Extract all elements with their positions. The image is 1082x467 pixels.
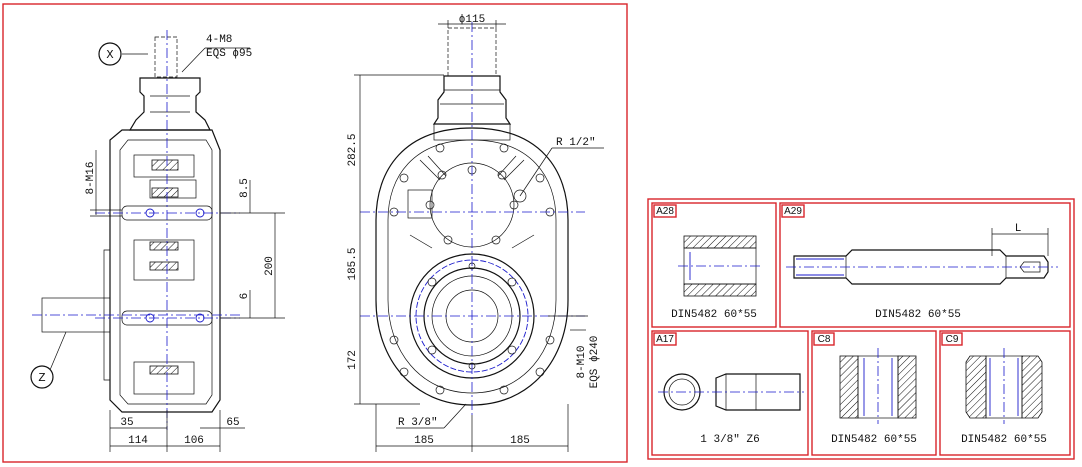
option-a28-code: A28 (656, 206, 674, 217)
callout-x: X (106, 48, 113, 62)
options-frame (647, 198, 1075, 460)
option-c9-code: C9 (946, 334, 959, 345)
dim-65: 65 (226, 417, 239, 429)
option-a29-code: A29 (784, 206, 802, 217)
dim-185-right: 185 (510, 435, 530, 447)
side-view (32, 30, 285, 452)
side-bolt-note-1: 4-M8 (206, 34, 232, 46)
option-c8-code: C8 (818, 334, 831, 345)
dim-dia-115: ϕ115 (459, 14, 485, 26)
option-a29-spec: DIN5482 60*55 (875, 309, 961, 321)
radius-bottom-note: R 3/8" (398, 417, 438, 429)
callout-z-circle (30, 365, 54, 389)
option-a17: A17 1 3/8" Z6 (651, 330, 809, 456)
dim-200: 200 (264, 256, 276, 276)
option-a28-spec: DIN5482 60*55 (671, 309, 757, 321)
option-c9-spec: DIN5482 60*55 (961, 434, 1047, 446)
dim-172: 172 (347, 350, 359, 370)
option-c8-spec: DIN5482 60*55 (831, 434, 917, 446)
callout-x-circle (98, 42, 122, 66)
front-bolt-note-2: EQS ϕ240 (589, 336, 601, 389)
dim-8-m16: 8-M16 (85, 161, 97, 194)
option-a29: A29 L DIN5482 60*55 (779, 202, 1071, 328)
front-view (354, 20, 604, 452)
dim-282-5: 282.5 (347, 133, 359, 166)
left-sheet-frame (2, 3, 628, 463)
front-bolt-note-1: 8-M10 (576, 345, 588, 378)
dim-8-5: 8.5 (239, 178, 251, 198)
dim-185-left: 185 (414, 435, 434, 447)
option-a29-dim-l: L (1015, 223, 1022, 235)
side-bolt-note-2: EQS ϕ95 (206, 48, 252, 60)
option-c9: C9 DIN5482 60*55 (939, 330, 1071, 456)
dim-35: 35 (120, 417, 133, 429)
option-c8: C8 DIN5482 60*55 (811, 330, 937, 456)
dim-114: 114 (128, 435, 148, 447)
option-a17-spec: 1 3/8" Z6 (700, 434, 759, 446)
dim-106: 106 (184, 435, 204, 447)
option-a17-code: A17 (656, 334, 674, 345)
dim-6: 6 (239, 293, 251, 300)
option-a28: A28 DIN5482 60*55 (651, 202, 777, 328)
callout-z: Z (38, 371, 45, 385)
radius-top-note: R 1/2" (556, 137, 596, 149)
dim-185-5: 185.5 (347, 247, 359, 280)
